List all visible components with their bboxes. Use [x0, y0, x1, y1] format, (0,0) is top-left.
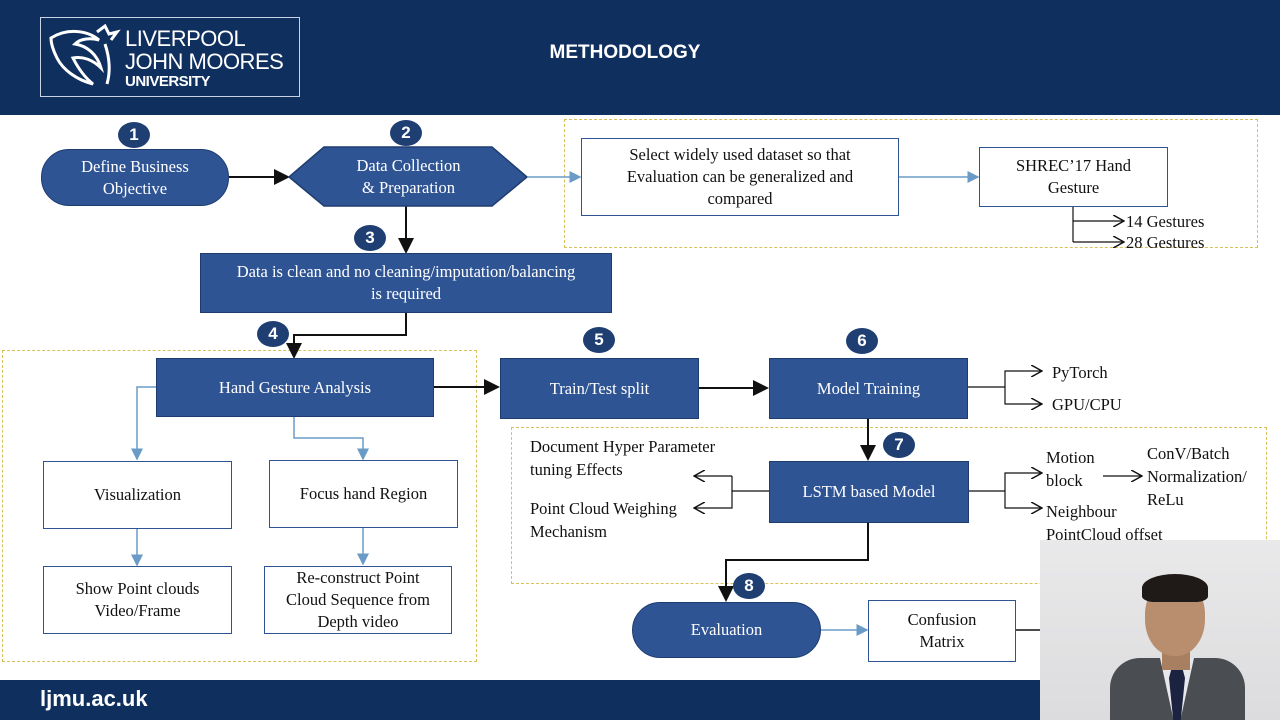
gestures-28-label: 28 Gestures	[1126, 233, 1205, 252]
gestures-14-label: 14 Gestures	[1126, 212, 1205, 231]
shrec-line2: Gesture	[1047, 178, 1100, 197]
visualization-label: Visualization	[94, 485, 181, 504]
shrec-line1: SHREC’17 Hand	[1015, 156, 1132, 175]
presenter-video	[1040, 540, 1280, 720]
evaluation-node[interactable]: Evaluation	[632, 602, 821, 658]
logo-text-line3: UNIVERSITY	[125, 73, 211, 90]
motion-block-text: Motion block	[1046, 446, 1095, 492]
neighbour-line1: Neighbour	[1046, 502, 1117, 521]
motion-block-line2: block	[1046, 471, 1083, 490]
data-collection-line2: & Preparation	[361, 178, 455, 197]
data-clean-node[interactable]: Data is clean and no cleaning/imputation…	[200, 253, 612, 313]
gpu-cpu-label: GPU/CPU	[1052, 395, 1122, 414]
train-test-split-label: Train/Test split	[549, 378, 650, 398]
step-badge-7: 7	[883, 432, 915, 458]
data-clean-line1: Data is clean and no cleaning/imputation…	[236, 262, 576, 281]
arrow-lstm-to-evaluation	[718, 523, 869, 602]
step-badge-6: 6	[846, 328, 878, 354]
evaluation-label: Evaluation	[690, 620, 763, 639]
header-bar: LIVERPOOL JOHN MOORES UNIVERSITY METHODO…	[0, 0, 1280, 115]
liver-bird-icon	[49, 24, 121, 86]
conv-batch-line2: Normalization/	[1147, 467, 1247, 486]
step-badge-2: 2	[390, 120, 422, 146]
step-badge-5: 5	[583, 327, 615, 353]
conv-batch-line3: ReLu	[1147, 490, 1184, 509]
define-objective-line1: Define Business	[81, 156, 189, 176]
step-badge-4: 4	[257, 321, 289, 347]
model-group-border	[511, 427, 1267, 584]
pytorch-label: PyTorch	[1052, 363, 1108, 382]
dataset-select-line1: Select widely used dataset so that	[629, 145, 851, 164]
branch-lstm-left	[731, 476, 769, 492]
arrow-analysis-to-visualization	[131, 386, 158, 461]
logo-text-line1: LIVERPOOL	[125, 26, 246, 51]
neighbour-line2: PointCloud offset	[1046, 525, 1163, 544]
weighing-line1: Point Cloud Weighing	[530, 499, 677, 518]
data-collection-line1: Data Collection	[356, 156, 461, 175]
train-test-split-node[interactable]: Train/Test split	[500, 358, 699, 419]
dataset-select-line2: Evaluation can be generalized and	[626, 167, 854, 186]
weighing-text: Point Cloud Weighing Mechanism	[530, 497, 677, 543]
reconstruct-line2: Cloud Sequence from	[286, 590, 430, 609]
data-collection-shape	[288, 146, 529, 207]
step-badge-3: 3	[354, 225, 386, 251]
slide-title: METHODOLOGY	[549, 42, 701, 63]
presenter-tie	[1169, 666, 1185, 720]
data-clean-line2: is required	[370, 284, 442, 303]
model-training-node[interactable]: Model Training	[769, 358, 968, 419]
define-objective-line2: Objective	[102, 178, 168, 198]
dataset-select-line3: compared	[707, 189, 773, 208]
arrow-to-motion	[1004, 473, 1042, 491]
lstm-model-label: LSTM based Model	[802, 482, 936, 501]
arrow-to-neighbour	[1004, 491, 1042, 508]
arrow-to-weighing	[694, 491, 733, 508]
show-point-clouds-line2: Video/Frame	[94, 601, 181, 620]
conv-batch-text: ConV/Batch Normalization/ ReLu	[1147, 442, 1247, 511]
arrow-clean-to-analysis	[286, 312, 407, 359]
logo-text-line2: JOHN MOORES	[125, 49, 284, 74]
visualization-node[interactable]: Visualization	[43, 461, 232, 529]
doc-hyper-line2: tuning Effects	[530, 460, 623, 479]
footer-url[interactable]: ljmu.ac.uk	[40, 686, 148, 711]
doc-hyper-text: Document Hyper Parameter tuning Effects	[530, 435, 715, 481]
presenter-hair	[1142, 574, 1208, 602]
step-badge-1: 1	[118, 122, 150, 148]
model-training-label: Model Training	[816, 378, 921, 398]
analysis-group-border	[2, 350, 477, 662]
lstm-model-node[interactable]: LSTM based Model	[769, 461, 969, 523]
reconstruct-line3: Depth video	[317, 612, 399, 631]
confusion-line2: Matrix	[919, 632, 965, 651]
doc-hyper-line1: Document Hyper Parameter	[530, 437, 716, 456]
hand-analysis-label: Hand Gesture Analysis	[218, 377, 372, 397]
focus-region-label: Focus hand Region	[299, 484, 428, 503]
focus-region-node[interactable]: Focus hand Region	[269, 460, 458, 528]
arrow-analysis-to-focus	[293, 417, 369, 461]
reconstruct-line1: Re-construct Point	[296, 568, 420, 587]
dataset-group-border	[564, 119, 1258, 248]
neighbour-text: Neighbour PointCloud offset	[1046, 500, 1163, 546]
conv-batch-line1: ConV/Batch	[1147, 444, 1230, 463]
data-collection-node[interactable]: Data Collection & Preparation	[288, 146, 529, 208]
step-badge-8: 8	[733, 573, 765, 599]
show-point-clouds-line1: Show Point clouds	[75, 579, 200, 598]
motion-block-line1: Motion	[1046, 448, 1095, 467]
hand-analysis-node[interactable]: Hand Gesture Analysis	[156, 358, 434, 417]
arrow-to-gpu	[1004, 387, 1042, 404]
arrow-to-pytorch	[1004, 371, 1042, 387]
confusion-line1: Confusion	[907, 610, 977, 629]
weighing-line2: Mechanism	[530, 522, 607, 541]
ljmu-logo[interactable]: LIVERPOOL JOHN MOORES UNIVERSITY	[40, 17, 300, 97]
